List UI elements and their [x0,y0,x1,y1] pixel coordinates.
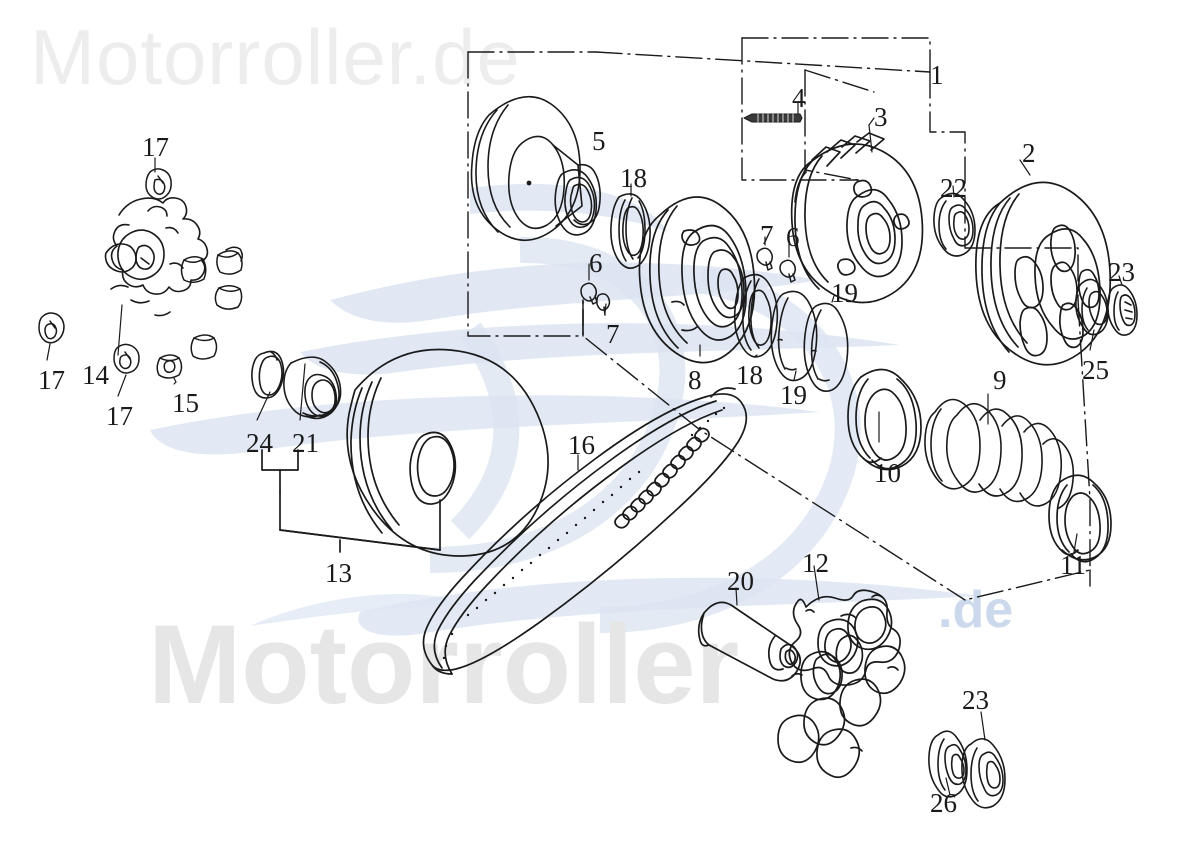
callout-17b: 17 [38,365,65,395]
callout-7b: 7 [760,220,774,250]
callout-26: 26 [930,788,957,818]
part-24-circlip [251,350,285,399]
callout-24: 24 [246,428,273,458]
leader-23b [980,711,986,741]
leader-7a [604,303,607,314]
leader-23a [1118,275,1123,286]
leader-2 [1019,159,1031,176]
leader-15 [173,381,177,385]
leader-18b [753,354,758,358]
leader-11 [1073,533,1078,553]
callout-22: 22 [940,173,967,203]
part-14-ramp-plate [104,197,209,317]
callout-15: 15 [172,388,199,418]
callout-14: 14 [82,360,109,390]
part-5-pulley-shaft [470,95,601,241]
part-19b-oring [803,302,849,392]
callout-8: 8 [688,365,702,395]
callout-19b: 19 [780,380,807,410]
callout-17a: 17 [142,132,169,162]
part-9-compression-spring [924,398,1075,509]
part-23a-washer [1107,284,1138,336]
part-23b-washer [961,737,1006,809]
part-17c-slider [113,343,140,374]
part-8-driven-face [638,196,756,364]
callout-20: 20 [727,566,754,596]
leader-17b [46,343,51,361]
part-4-pin-screw [743,113,803,123]
part-11-bushing-collar [1048,474,1112,563]
leader-25 [1089,329,1095,351]
leader-26 [945,777,951,796]
callout-6a: 6 [589,248,603,278]
callout-13: 13 [325,558,352,588]
leader-22 [952,185,955,198]
callout-23b: 23 [962,685,989,715]
callout-4: 4 [792,83,806,113]
leader-3 [868,117,875,126]
leader-19a [793,370,797,381]
part-26-flat-washer [928,730,968,798]
callout-18a: 18 [620,163,647,193]
part-3-clutch-shoe-assembly [790,132,924,304]
callout-3: 3 [874,102,888,132]
leader-19b [831,295,835,303]
watermark-top: Motorroller.de [30,13,521,101]
watermark-bottom: Motorroller [148,602,740,727]
leader-17c [117,374,127,397]
callout-19a: 19 [831,278,858,308]
part-16-v-belt [422,387,748,675]
leader-20 [735,587,738,606]
bracket-13 [261,449,441,553]
part-10-spring-collar [847,368,922,471]
part-6a-pin [580,282,598,305]
callout-2: 2 [1022,138,1036,168]
part-17a-slider [145,168,172,200]
leader-12 [813,565,820,601]
part-21-roller-sleeve [283,356,342,420]
callout-1: 1 [930,60,944,90]
part-18a-oil-seal [610,193,651,269]
part-13-fixed-drive-face [346,348,549,557]
part-18b-oil-seal [733,273,779,358]
part-15-slider-blocks [156,246,244,379]
callout-17c: 17 [106,401,133,431]
part-12-cooling-fan [777,589,906,779]
callout-12: 12 [802,548,829,578]
part-6b-pin [779,259,797,283]
part-2-clutch-bell [975,181,1112,366]
callout-21: 21 [292,428,319,458]
callout-11: 11 [1060,550,1086,580]
callout-9: 9 [993,365,1007,395]
callout-25: 25 [1082,355,1109,385]
callout-16: 16 [568,430,595,460]
callout-6b: 6 [786,222,800,252]
callout-23a: 23 [1108,257,1135,287]
part-19a-oring [770,290,818,382]
leader-24 [256,391,271,421]
callout-10: 10 [874,458,901,488]
leader-21 [299,363,306,421]
part-7a-pin [596,293,611,316]
part-25-castle-nut [1075,278,1109,336]
part-7b-pin [756,247,774,271]
callout-7a: 7 [606,319,620,349]
part-20-shaft-spacer [697,601,802,682]
callout-18b: 18 [736,360,763,390]
part-17b-slider [38,312,65,344]
callout-5: 5 [592,126,606,156]
part-22-lock-nut [933,192,976,257]
